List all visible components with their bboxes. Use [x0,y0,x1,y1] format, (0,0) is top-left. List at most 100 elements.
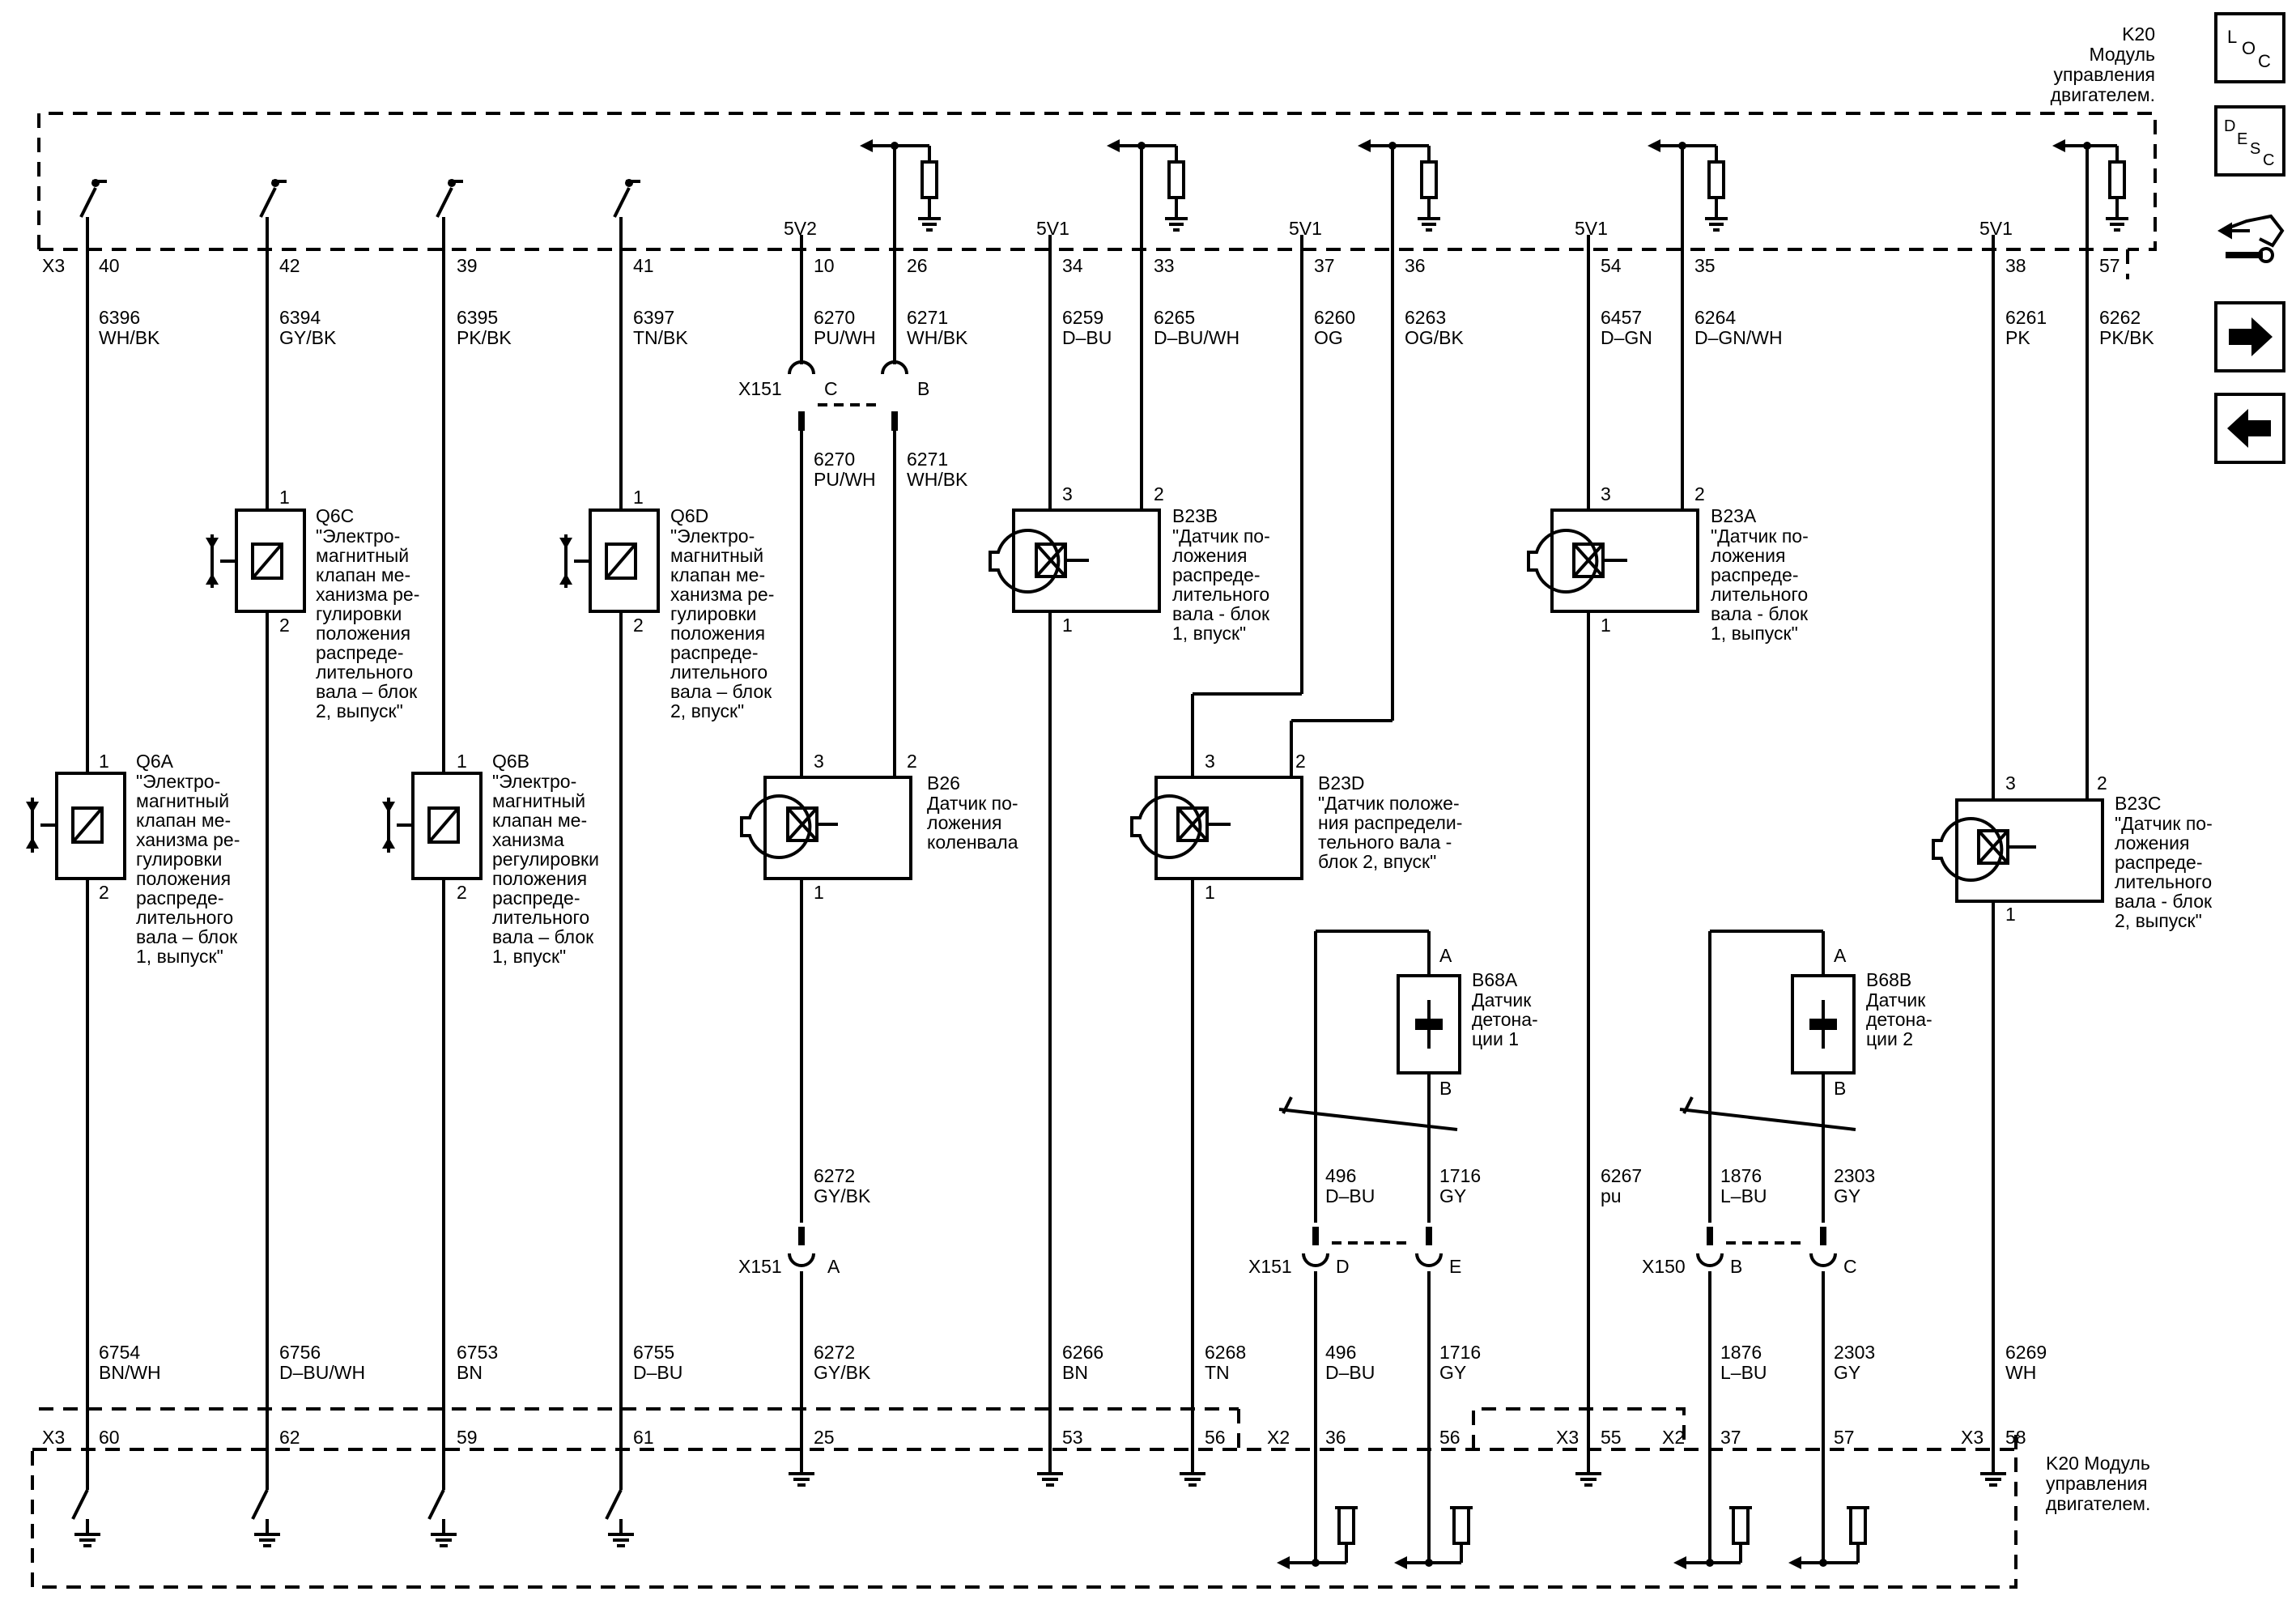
component-pin: 2 [279,615,290,636]
svg-text:B23C: B23C [2115,793,2162,814]
pin-number: 38 [2005,255,2026,276]
svg-text:ханизма ре-: ханизма ре- [316,584,419,605]
wire-number: 496 [1325,1165,1356,1186]
wire-number: 1716 [1439,1165,1481,1186]
labels: K20 Модуль управления двигателем. K20 Мо… [42,23,2213,1514]
cavity-label: B [917,378,929,399]
wire-number: 6260 [1314,307,1355,328]
component-pin: 2 [457,882,467,903]
svg-text:Датчик: Датчик [1472,989,1532,1011]
svg-text:"Датчик по-: "Датчик по- [2115,813,2213,834]
bias-resistor [1728,1506,1754,1545]
svg-text:D: D [2224,117,2235,135]
svg-text:магнитный: магнитный [492,790,585,811]
pull-up-resistor [916,160,942,232]
svg-text:блок 2, впуск": блок 2, впуск" [1318,851,1436,872]
svg-text:Q6C: Q6C [316,505,354,526]
wire-color: PK [2005,327,2030,348]
pull-up-resistor [2104,160,2130,232]
wire-color: D–BU/WH [279,1362,365,1383]
wire-color: BN [1062,1362,1088,1383]
solenoid-valve-icon [220,509,306,613]
cavity-label: C [1843,1256,1857,1277]
pin-number: 56 [1205,1427,1226,1448]
wire-number: 6457 [1601,307,1642,328]
component-pin: 1 [1601,615,1611,636]
component-pin: 2 [1694,483,1705,504]
svg-text:распреде-: распреде- [316,642,404,663]
ground-icon [606,1533,636,1547]
svg-text:B23A: B23A [1711,505,1757,526]
svg-text:ложения: ложения [927,812,1001,833]
svg-text:распреде-: распреде- [1711,564,1799,585]
next-button[interactable] [2214,301,2285,372]
svg-text:клапан ме-: клапан ме- [316,564,410,585]
component-pin: 2 [1154,483,1164,504]
svg-text:лительного: лительного [670,662,767,683]
wire-number: 6272 [814,1342,855,1363]
component-pin: 2 [99,882,109,903]
module-label: K20 [2122,23,2155,45]
cavity-label: B [1730,1256,1742,1277]
pin-number: 39 [457,255,478,276]
svg-text:ханизма: ханизма [492,829,564,850]
arrow-right-icon [2229,317,2273,356]
svg-text:лительного: лительного [136,907,233,928]
ref-voltage: 5V2 [784,218,817,239]
svg-text:клапан ме-: клапан ме- [492,810,587,831]
pin-number: 37 [1720,1427,1741,1448]
svg-text:ции 2: ции 2 [1866,1028,1913,1049]
svg-text:B23B: B23B [1172,505,1218,526]
ground-switches [71,1489,623,1534]
connector-label: X3 [1961,1427,1983,1448]
svg-text:1, впуск": 1, впуск" [492,946,566,967]
svg-text:C: C [2263,151,2274,169]
wire-number: 6755 [633,1342,674,1363]
wire-number: 6267 [1601,1165,1642,1186]
pin-number: 57 [1834,1427,1855,1448]
wire-color: OG [1314,327,1343,348]
wire-color: WH/BK [907,469,968,490]
wire-color: PK/BK [2099,327,2154,348]
module-boundary [31,112,2157,1589]
ground-icon [429,1533,458,1547]
description-button[interactable]: D E S C [2214,105,2285,177]
wire-color: PK/BK [457,327,512,348]
component-pin: 2 [2097,772,2107,794]
wire-number: 2303 [1834,1165,1875,1186]
svg-text:лительного: лительного [492,907,589,928]
wire-number: 1716 [1439,1342,1481,1363]
connector-label: X3 [1556,1427,1579,1448]
wire-number: 6270 [814,307,855,328]
svg-text:положения: положения [492,868,587,889]
wire-color: BN/WH [99,1362,161,1383]
bias-resistor [1333,1506,1359,1545]
svg-text:гулировки: гулировки [670,603,756,624]
svg-text:распреде-: распреде- [492,887,580,908]
previous-button[interactable] [2214,393,2285,464]
cavity-label: A [827,1256,840,1277]
svg-text:лительного: лительного [2115,871,2212,892]
cavity-label: D [1336,1256,1350,1277]
module-label: K20 Модуль [2046,1453,2150,1474]
wire-number: 6265 [1154,307,1195,328]
wire-number: 1876 [1720,1342,1762,1363]
component-pin: 3 [1062,483,1073,504]
svg-text:"Датчик по-: "Датчик по- [1711,526,1809,547]
svg-text:2, впуск": 2, впуск" [670,700,744,721]
ground-icon [253,1533,282,1547]
svg-text:Датчик: Датчик [1866,989,1926,1011]
wire-number: 6395 [457,307,498,328]
b23b-label: B23B "Датчик по-ложенияраспреде-лительно… [1172,505,1270,644]
connector-tool-button[interactable] [2214,198,2285,271]
svg-text:вала – блок: вала – блок [492,926,594,947]
location-view-button[interactable]: L O C [2214,12,2285,83]
component-pin: 2 [633,615,644,636]
module-label: управления [2046,1473,2147,1494]
svg-text:магнитный: магнитный [670,545,763,566]
wire-color: pu [1601,1185,1622,1206]
component-pin: 3 [2005,772,2016,794]
svg-text:вала – блок: вала – блок [316,681,418,702]
